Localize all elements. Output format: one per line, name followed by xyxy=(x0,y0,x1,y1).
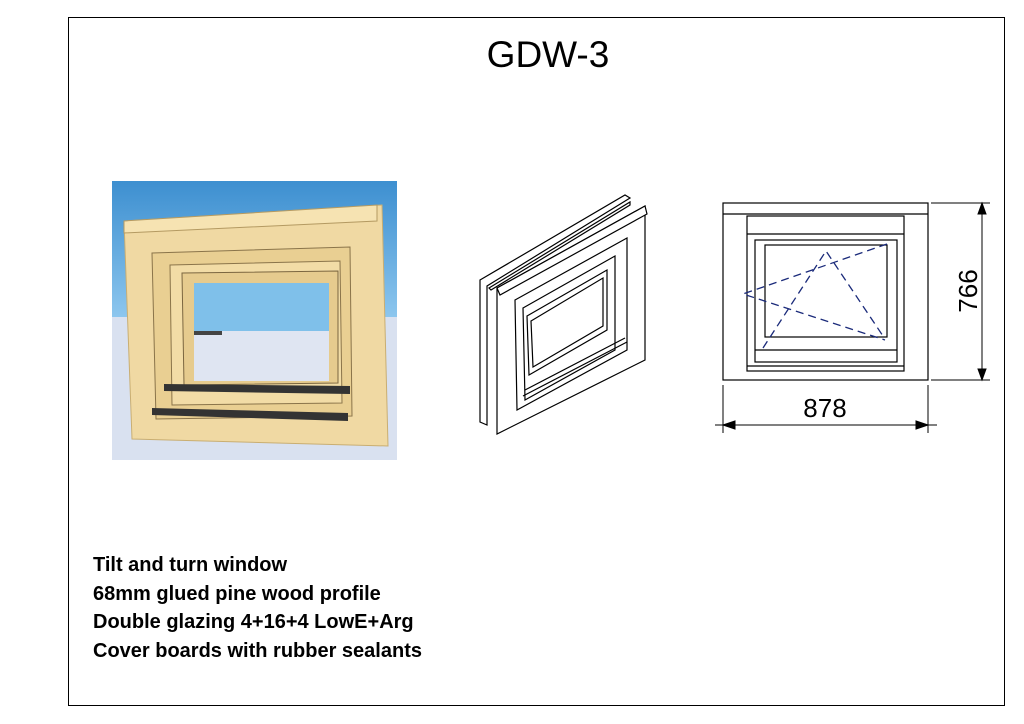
description-line: Tilt and turn window xyxy=(93,554,288,576)
window-front-view-drawing: 766 878 xyxy=(715,201,990,433)
description-line: Cover boards with rubber sealants xyxy=(93,639,422,662)
description-line: Double glazing 4+16+4 LowE+Arg xyxy=(93,611,414,633)
height-label: 766 xyxy=(953,269,983,312)
window-isometric-drawing xyxy=(479,194,648,435)
window-render-image xyxy=(112,181,397,460)
page-border xyxy=(68,17,1005,706)
product-title: GDW-3 xyxy=(486,34,610,75)
width-label: 878 xyxy=(803,393,846,423)
width-dimension xyxy=(715,385,937,433)
height-dimension xyxy=(931,201,990,382)
product-description: Tilt and turn window 68mm glued pine woo… xyxy=(93,551,422,665)
description-line: 68mm glued pine wood profile xyxy=(93,582,381,605)
